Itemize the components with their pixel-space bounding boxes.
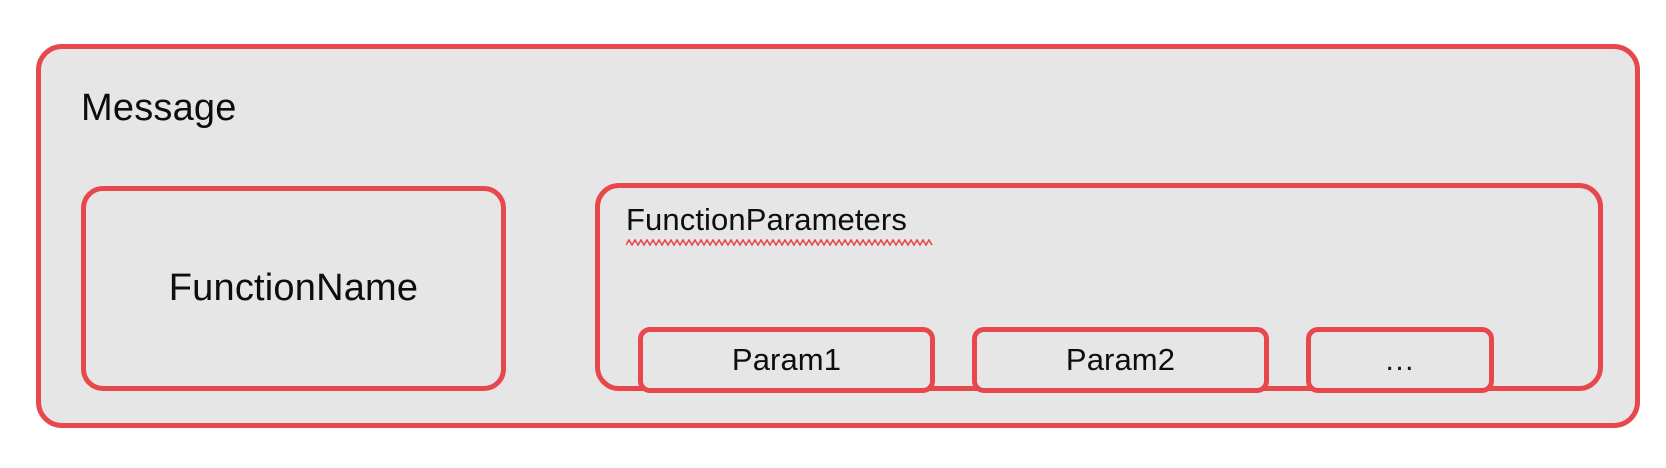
function-name-box: FunctionName	[81, 186, 506, 391]
param-chip[interactable]: Param2	[972, 327, 1269, 393]
function-parameters-box: FunctionParameters Param1 Param2 …	[595, 183, 1603, 393]
param-label: Param2	[1065, 342, 1176, 377]
message-title: Message	[81, 87, 237, 129]
function-parameters-label: FunctionParameters	[626, 202, 907, 237]
param-label: Param1	[731, 342, 842, 377]
spellcheck-squiggle-underline	[626, 239, 934, 246]
parameters-row: Param1 Param2 …	[638, 327, 1494, 393]
param-chip[interactable]: Param1	[638, 327, 935, 393]
function-name-label: FunctionName	[168, 267, 419, 309]
message-container: Message FunctionName FunctionParameters …	[36, 44, 1640, 428]
param-ellipsis-label: …	[1384, 342, 1416, 377]
param-chip-ellipsis[interactable]: …	[1306, 327, 1494, 393]
